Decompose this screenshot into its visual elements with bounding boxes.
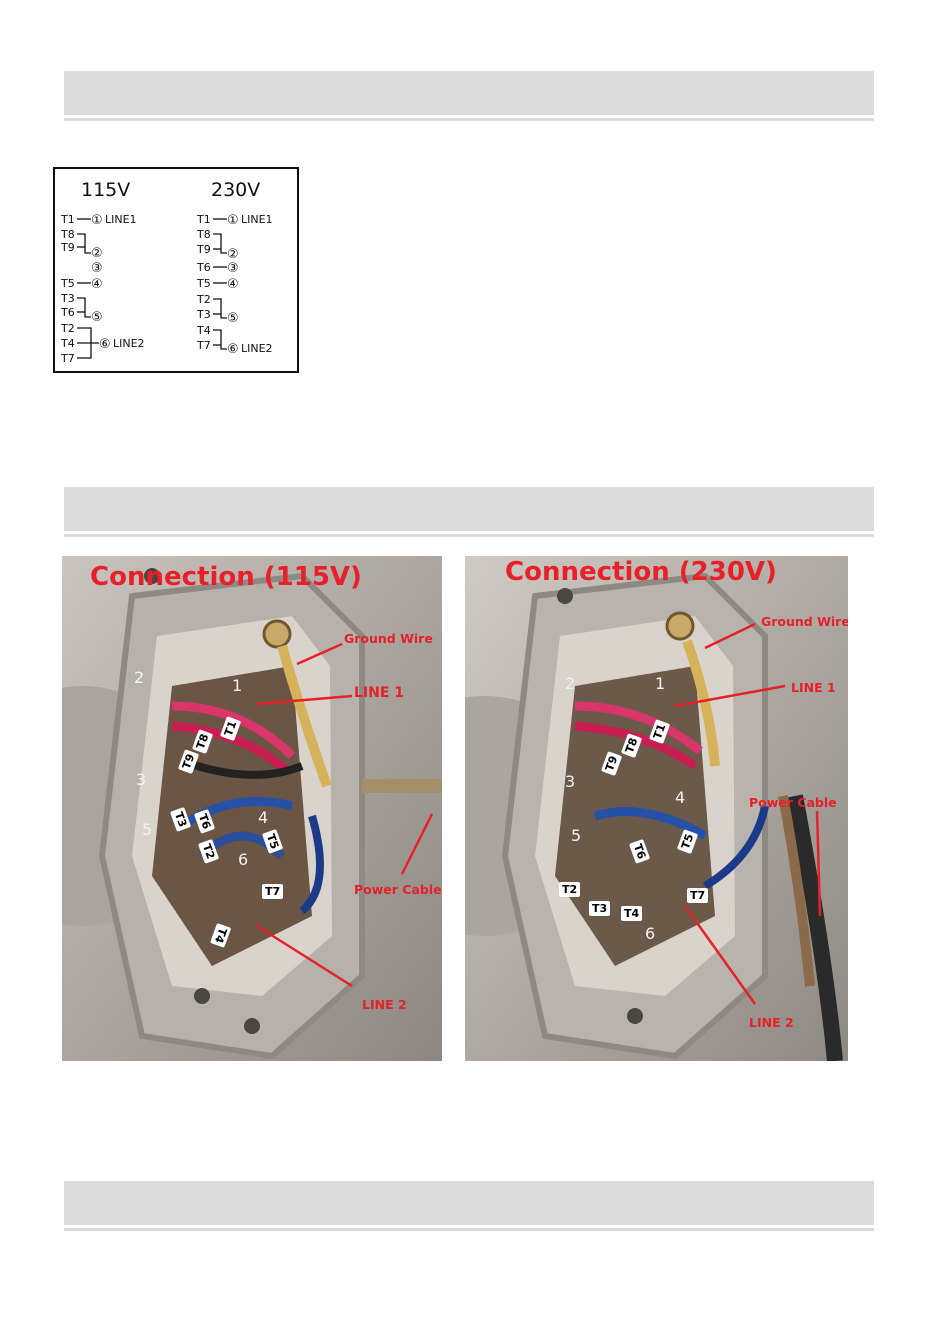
- diagram-230v-t3: T3: [196, 308, 211, 321]
- wiring-diagram: 115V T1 ① LINE1 T8 T9 ② ③ T5 ④ T3 T6 ⑤ T…: [53, 167, 299, 373]
- diagram-230v-t5: T5: [196, 277, 211, 290]
- section-header-band-1: [64, 71, 874, 115]
- diagram-115v-t4: T4: [60, 337, 75, 350]
- diagram-115v-terminal-4: ④: [91, 277, 103, 292]
- wire-tag: T7: [262, 884, 284, 899]
- diagram-115v-t1: T1: [60, 213, 75, 226]
- diagram-115v-terminal-5: ⑤: [91, 310, 103, 325]
- terminal-number: 4: [258, 808, 269, 827]
- photo-connection-115v: Connection (115V) Ground Wire LINE 1 Pow…: [62, 556, 442, 1061]
- diagram-115v-t6: T6: [60, 306, 75, 319]
- diagram-230v-title: 230V: [211, 179, 260, 201]
- diagram-230v-t7: T7: [196, 339, 211, 352]
- diagram-230v-t6: T6: [196, 261, 211, 274]
- terminal-number: 6: [238, 850, 249, 869]
- photo-230v-caption: Connection (230V): [505, 557, 777, 587]
- diagram-230v-t2: T2: [196, 293, 211, 306]
- photo-230v-line1-label: LINE 1: [791, 680, 836, 695]
- section-divider-1: [64, 118, 874, 121]
- terminal-number: 2: [134, 668, 145, 687]
- diagram-230v-terminal-5: ⑤: [227, 311, 239, 326]
- photo-230v-ground-wire-label: Ground Wire: [761, 614, 848, 629]
- terminal-number: 6: [645, 924, 656, 943]
- diagram-115v-t9: T9: [60, 241, 75, 254]
- diagram-230v-t9: T9: [196, 243, 211, 256]
- diagram-115v-line1: LINE1: [105, 213, 137, 226]
- diagram-115v-t8: T8: [60, 228, 75, 241]
- diagram-115v-line2: LINE2: [113, 337, 145, 350]
- diagram-115v-t3: T3: [60, 292, 75, 305]
- photo-115v-caption: Connection (115V): [90, 562, 362, 592]
- wire-tag: T4: [621, 906, 643, 921]
- diagram-230v-terminal-2: ②: [227, 247, 239, 262]
- diagram-230v-terminal-1: ①: [227, 213, 239, 228]
- diagram-115v-title: 115V: [81, 179, 130, 201]
- photo-115v-ground-wire-label: Ground Wire: [344, 631, 433, 646]
- diagram-115v-t7: T7: [60, 352, 75, 365]
- wire-tag: T7: [687, 888, 709, 903]
- section-divider-3: [64, 1228, 874, 1231]
- diagram-115v-t5: T5: [60, 277, 75, 290]
- section-header-band-2: [64, 487, 874, 531]
- terminal-number: 1: [655, 674, 666, 693]
- photo-230v-power-cable-label: Power Cable: [749, 795, 837, 810]
- diagram-230v-terminal-4: ④: [227, 277, 239, 292]
- diagram-230v-terminal-3: ③: [227, 261, 239, 276]
- terminal-number: 2: [565, 674, 576, 693]
- terminal-number: 5: [571, 826, 582, 845]
- terminal-number: 3: [565, 772, 576, 791]
- diagram-115v-terminal-2: ②: [91, 246, 103, 261]
- terminal-number: 4: [675, 788, 686, 807]
- diagram-115v-terminal-1: ①: [91, 213, 103, 228]
- section-header-band-3: [64, 1181, 874, 1225]
- section-divider-2: [64, 534, 874, 537]
- photo-connection-230v: Connection (230V) Ground Wire LINE 1 Pow…: [465, 556, 848, 1061]
- diagram-115v-terminal-6: ⑥: [99, 337, 111, 352]
- terminal-number: 5: [142, 820, 153, 839]
- diagram-230v-line2: LINE2: [241, 342, 273, 355]
- photo-230v-line2-label: LINE 2: [749, 1015, 794, 1030]
- diagram-230v-t4: T4: [196, 324, 211, 337]
- terminal-number: 3: [136, 770, 147, 789]
- photo-115v-line1-label: LINE 1: [354, 685, 405, 701]
- diagram-115v-t2: T2: [60, 322, 75, 335]
- diagram-230v-line1: LINE1: [241, 213, 273, 226]
- diagram-115v-terminal-3: ③: [91, 261, 103, 276]
- wire-tag: T3: [589, 901, 611, 916]
- wire-tag: T2: [559, 882, 581, 897]
- photo-115v-line2-label: LINE 2: [362, 997, 407, 1012]
- diagram-230v-t1: T1: [196, 213, 211, 226]
- photo-115v-power-cable-label: Power Cable: [354, 882, 442, 897]
- terminal-number: 1: [232, 676, 243, 695]
- diagram-230v-t8: T8: [196, 228, 211, 241]
- diagram-230v-terminal-6: ⑥: [227, 342, 239, 357]
